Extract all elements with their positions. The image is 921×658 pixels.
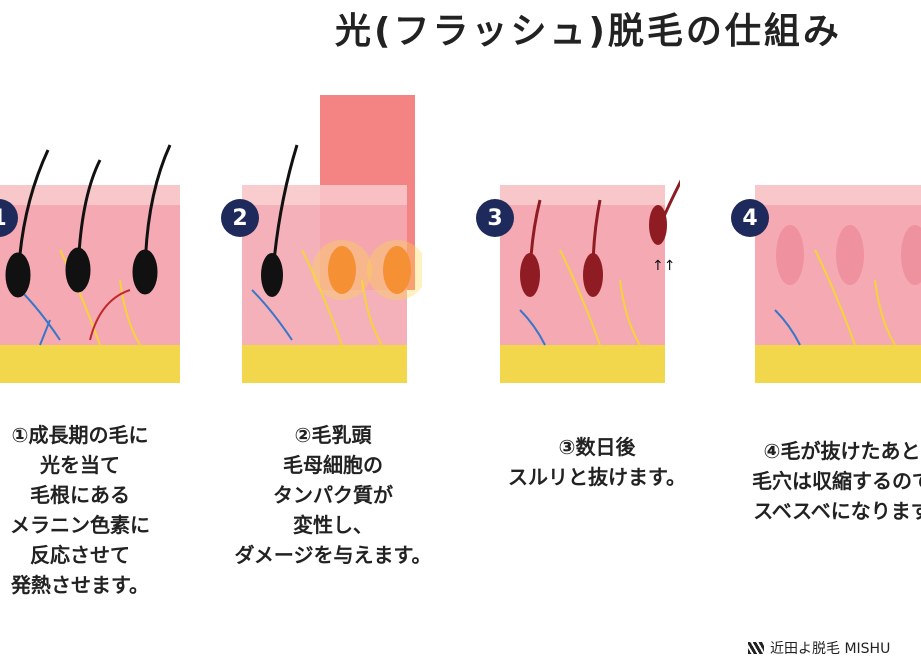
caption-line: ②毛乳頭 [294,423,372,447]
caption-line: 変性し、 [293,513,373,537]
caption-line: メラニン色素に [10,513,150,537]
caption-line: 発熱させます。 [11,573,149,597]
page-title: 光(フラッシュ)脱毛の仕組み [335,11,842,52]
caption-line: 毛穴は収縮するので [752,469,921,493]
caption-line: 光を当て [40,453,120,477]
logo-text: 近田よ脱毛 MISHU [770,641,891,657]
caption-line: 毛母細胞の [283,453,383,477]
hair-icon [5,144,172,298]
skin-diagram-step-2 [242,95,422,383]
step-3-caption: ③数日後 スルリと抜けます。 [467,432,727,492]
skin-diagram-step-4 [755,185,921,383]
step-badge-1: 1 [0,199,18,237]
empty-follicle-icon [776,225,921,285]
step-badge-2: 2 [221,199,259,237]
arrow-up-icon: ↑↑ [652,258,675,274]
brand-logo: 近田よ脱毛 MISHU [748,638,890,658]
caption-line: ①成長期の毛に [11,423,149,447]
caption-line: ダメージを与えます。 [234,543,432,567]
skin-diagram-step-3: ↑↑ [500,179,680,383]
hair-icon [261,144,422,300]
caption-line: 反応させて [30,543,130,567]
caption-line: ③数日後 [558,435,636,459]
caption-line: スベスベになります [753,499,921,523]
logo-mark-icon [748,642,764,654]
step-badge-4: 4 [731,199,769,237]
step-2-caption: ②毛乳頭 毛母細胞の タンパク質が 変性し、 ダメージを与えます。 [203,420,463,570]
step-4-caption: ④毛が抜けたあと 毛穴は収縮するので スベスベになります [712,436,921,526]
caption-line: ④毛が抜けたあと [763,439,921,463]
caption-line: 毛根にある [30,483,130,507]
step-badge-3: 3 [476,199,514,237]
hair-icon [520,179,680,297]
skin-diagram-step-1 [0,144,180,383]
caption-line: スルリと抜けます。 [508,465,686,489]
caption-line: タンパク質が [273,483,393,507]
step-1-caption: ①成長期の毛に 光を当て 毛根にある メラニン色素に 反応させて 発熱させます。 [0,420,210,600]
